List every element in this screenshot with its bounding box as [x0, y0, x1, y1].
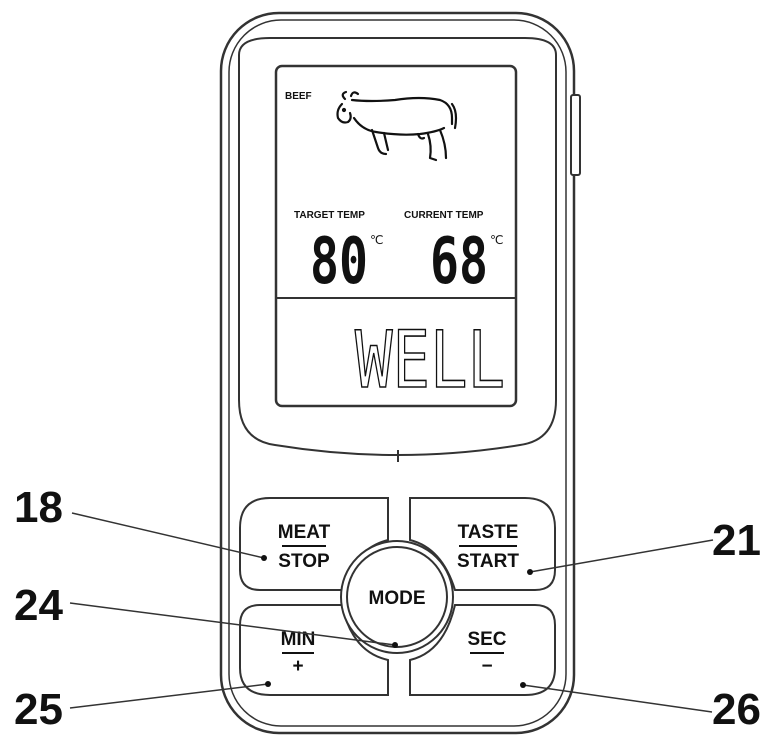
sec-label: SEC — [467, 629, 506, 650]
taste-start-button[interactable] — [409, 497, 556, 591]
taste-label: TASTE — [458, 522, 519, 543]
callout-line-18 — [71, 512, 265, 559]
callout-26: 26 — [712, 685, 761, 734]
callout-21: 21 — [712, 516, 761, 565]
callout-line-21 — [529, 539, 714, 573]
current-temp-value: 68 — [430, 225, 488, 299]
current-temp-unit: ℃ — [490, 233, 503, 247]
sec-minus-button[interactable] — [409, 604, 556, 696]
target-temp-value: 80 — [310, 225, 368, 299]
callout-lines — [69, 512, 714, 713]
lcd-screen — [274, 64, 518, 408]
meat-type-label: BEEF — [285, 91, 312, 102]
doneness-display: WELL — [355, 316, 505, 406]
callout-24: 24 — [14, 581, 63, 630]
min-plus-button[interactable] — [239, 604, 389, 696]
display — [238, 37, 557, 462]
callout-line-26 — [522, 684, 713, 713]
plus-label: + — [292, 656, 303, 677]
cow-icon — [336, 90, 458, 162]
current-temp-label: CURRENT TEMP — [404, 210, 484, 221]
side-button[interactable] — [570, 94, 581, 176]
callout-line-24 — [69, 602, 396, 646]
button-cluster — [239, 497, 556, 696]
callout-25: 25 — [14, 685, 63, 734]
target-temp-label: TARGET TEMP — [294, 210, 365, 221]
callout-line-25 — [69, 683, 269, 709]
stop-label: STOP — [278, 551, 330, 572]
minus-label: − — [481, 656, 492, 677]
callout-18: 18 — [14, 483, 63, 532]
target-temp-unit: ℃ — [370, 233, 383, 247]
start-label: START — [457, 551, 519, 572]
meat-label: MEAT — [278, 522, 331, 543]
mode-label: MODE — [369, 588, 426, 609]
